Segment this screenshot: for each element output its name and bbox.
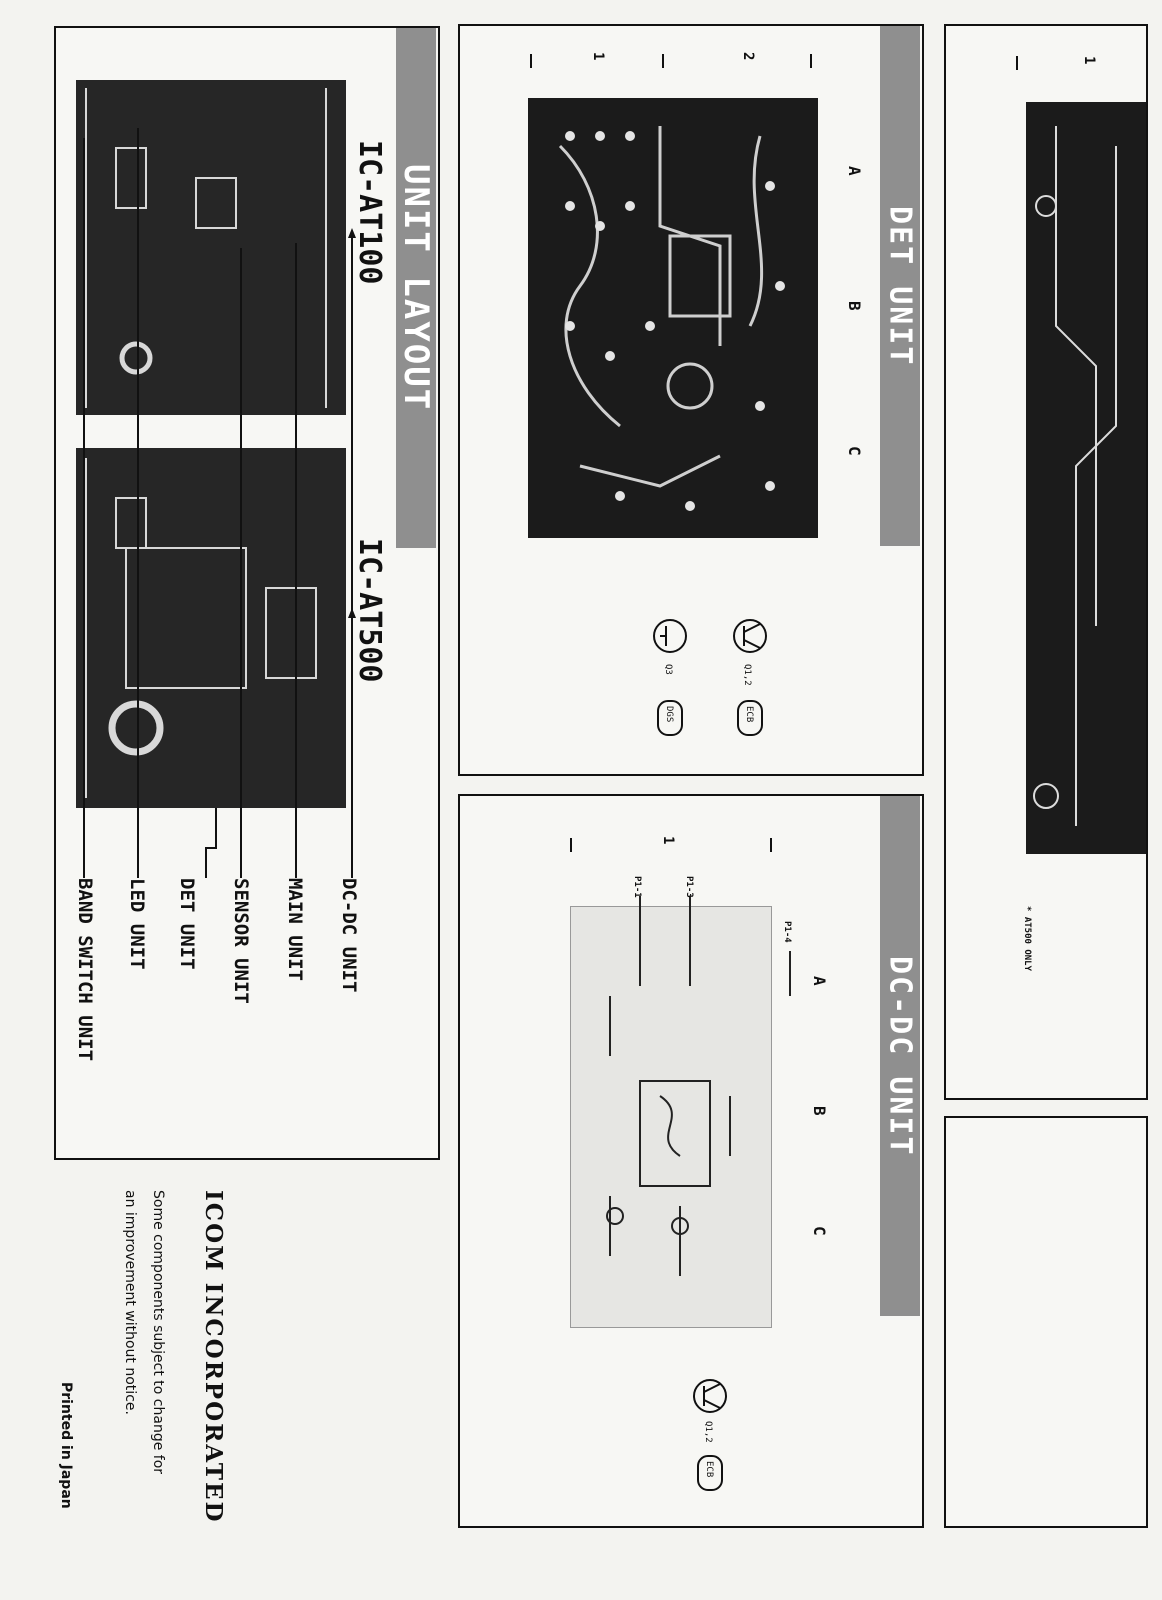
det-q12-label: Q1,2 — [742, 664, 752, 686]
label-sensor-unit: SENSOR UNIT — [230, 878, 252, 1004]
dcdc-q12-label: Q1,2 — [703, 1421, 713, 1443]
dcdc-unit-pcb-components — [606, 896, 791, 1276]
main-unit-panel: 1 * AT500 ONLY — [944, 24, 1148, 1100]
grid-tick — [662, 54, 664, 68]
chassis-details — [83, 88, 356, 878]
label-main-unit: MAIN UNIT — [284, 878, 306, 981]
row-label-a: A — [845, 166, 864, 176]
model-at500-label: IC-AT500 — [352, 538, 387, 683]
dcdc-unit-panel: DC-DC UNIT 1 A B C P1-1 P1-3 P1-4 — [458, 794, 924, 1528]
grid-tick — [530, 54, 532, 68]
blank-panel — [944, 1116, 1148, 1528]
grid-tick — [770, 838, 772, 852]
at500-only-note: * AT500 ONLY — [1022, 906, 1032, 972]
label-det-unit: DET UNIT — [176, 878, 198, 970]
det-q3-label: Q3 — [663, 664, 673, 675]
connector-p1-1: P1-1 — [632, 876, 642, 898]
label-dcdc-unit: DC-DC UNIT — [338, 878, 360, 993]
det-unit-pcb-traces — [558, 126, 785, 511]
row-label-b: B — [845, 301, 864, 311]
notice-line-2: an improvement without notice. — [122, 1190, 138, 1415]
det-unit-title: DET UNIT — [880, 26, 920, 546]
col-label-2: 2 — [740, 52, 756, 61]
notice-line-1: Some components subject to change for — [150, 1190, 166, 1475]
dcdc-unit-title: DC-DC UNIT — [880, 796, 920, 1316]
row-label-b: B — [810, 1106, 829, 1116]
col-label-1: 1 — [1081, 56, 1097, 65]
connector-p1-3: P1-3 — [684, 876, 694, 898]
row-label-c: C — [810, 1226, 829, 1236]
det-transistor-symbols — [653, 619, 767, 736]
model-at100-label: IC-AT100 — [352, 140, 387, 285]
row-label-c: C — [845, 446, 864, 456]
det-q3-pins: DGS — [664, 706, 674, 723]
company-name: ICOM INCORPORATED — [200, 1190, 227, 1524]
dcdc-transistor-symbols — [693, 1379, 727, 1491]
unit-layout-panel: UNIT LAYOUT IC-AT100 IC-AT500 — [54, 26, 440, 1160]
label-led-unit: LED UNIT — [126, 878, 148, 970]
dcdc-q12-pins: ECB — [704, 1461, 714, 1478]
col-label-1: 1 — [590, 52, 606, 61]
main-unit-pcb — [1026, 102, 1146, 854]
grid-tick — [1016, 56, 1018, 70]
unit-layout-title: UNIT LAYOUT — [396, 28, 436, 548]
printed-in-japan: Printed in Japan — [58, 1382, 74, 1509]
grid-tick — [570, 838, 572, 852]
connector-p1-4: P1-4 — [782, 921, 792, 943]
label-band-switch-unit: BAND SWITCH UNIT — [74, 878, 96, 1062]
main-unit-pcb-traces — [1033, 126, 1117, 826]
det-unit-panel: DET UNIT 1 2 A B C — [458, 24, 924, 776]
det-unit-pcb — [528, 98, 818, 538]
col-label-1: 1 — [660, 836, 676, 845]
grid-tick — [810, 54, 812, 68]
det-q12-pins: ECB — [744, 706, 754, 723]
row-label-a: A — [810, 976, 829, 986]
